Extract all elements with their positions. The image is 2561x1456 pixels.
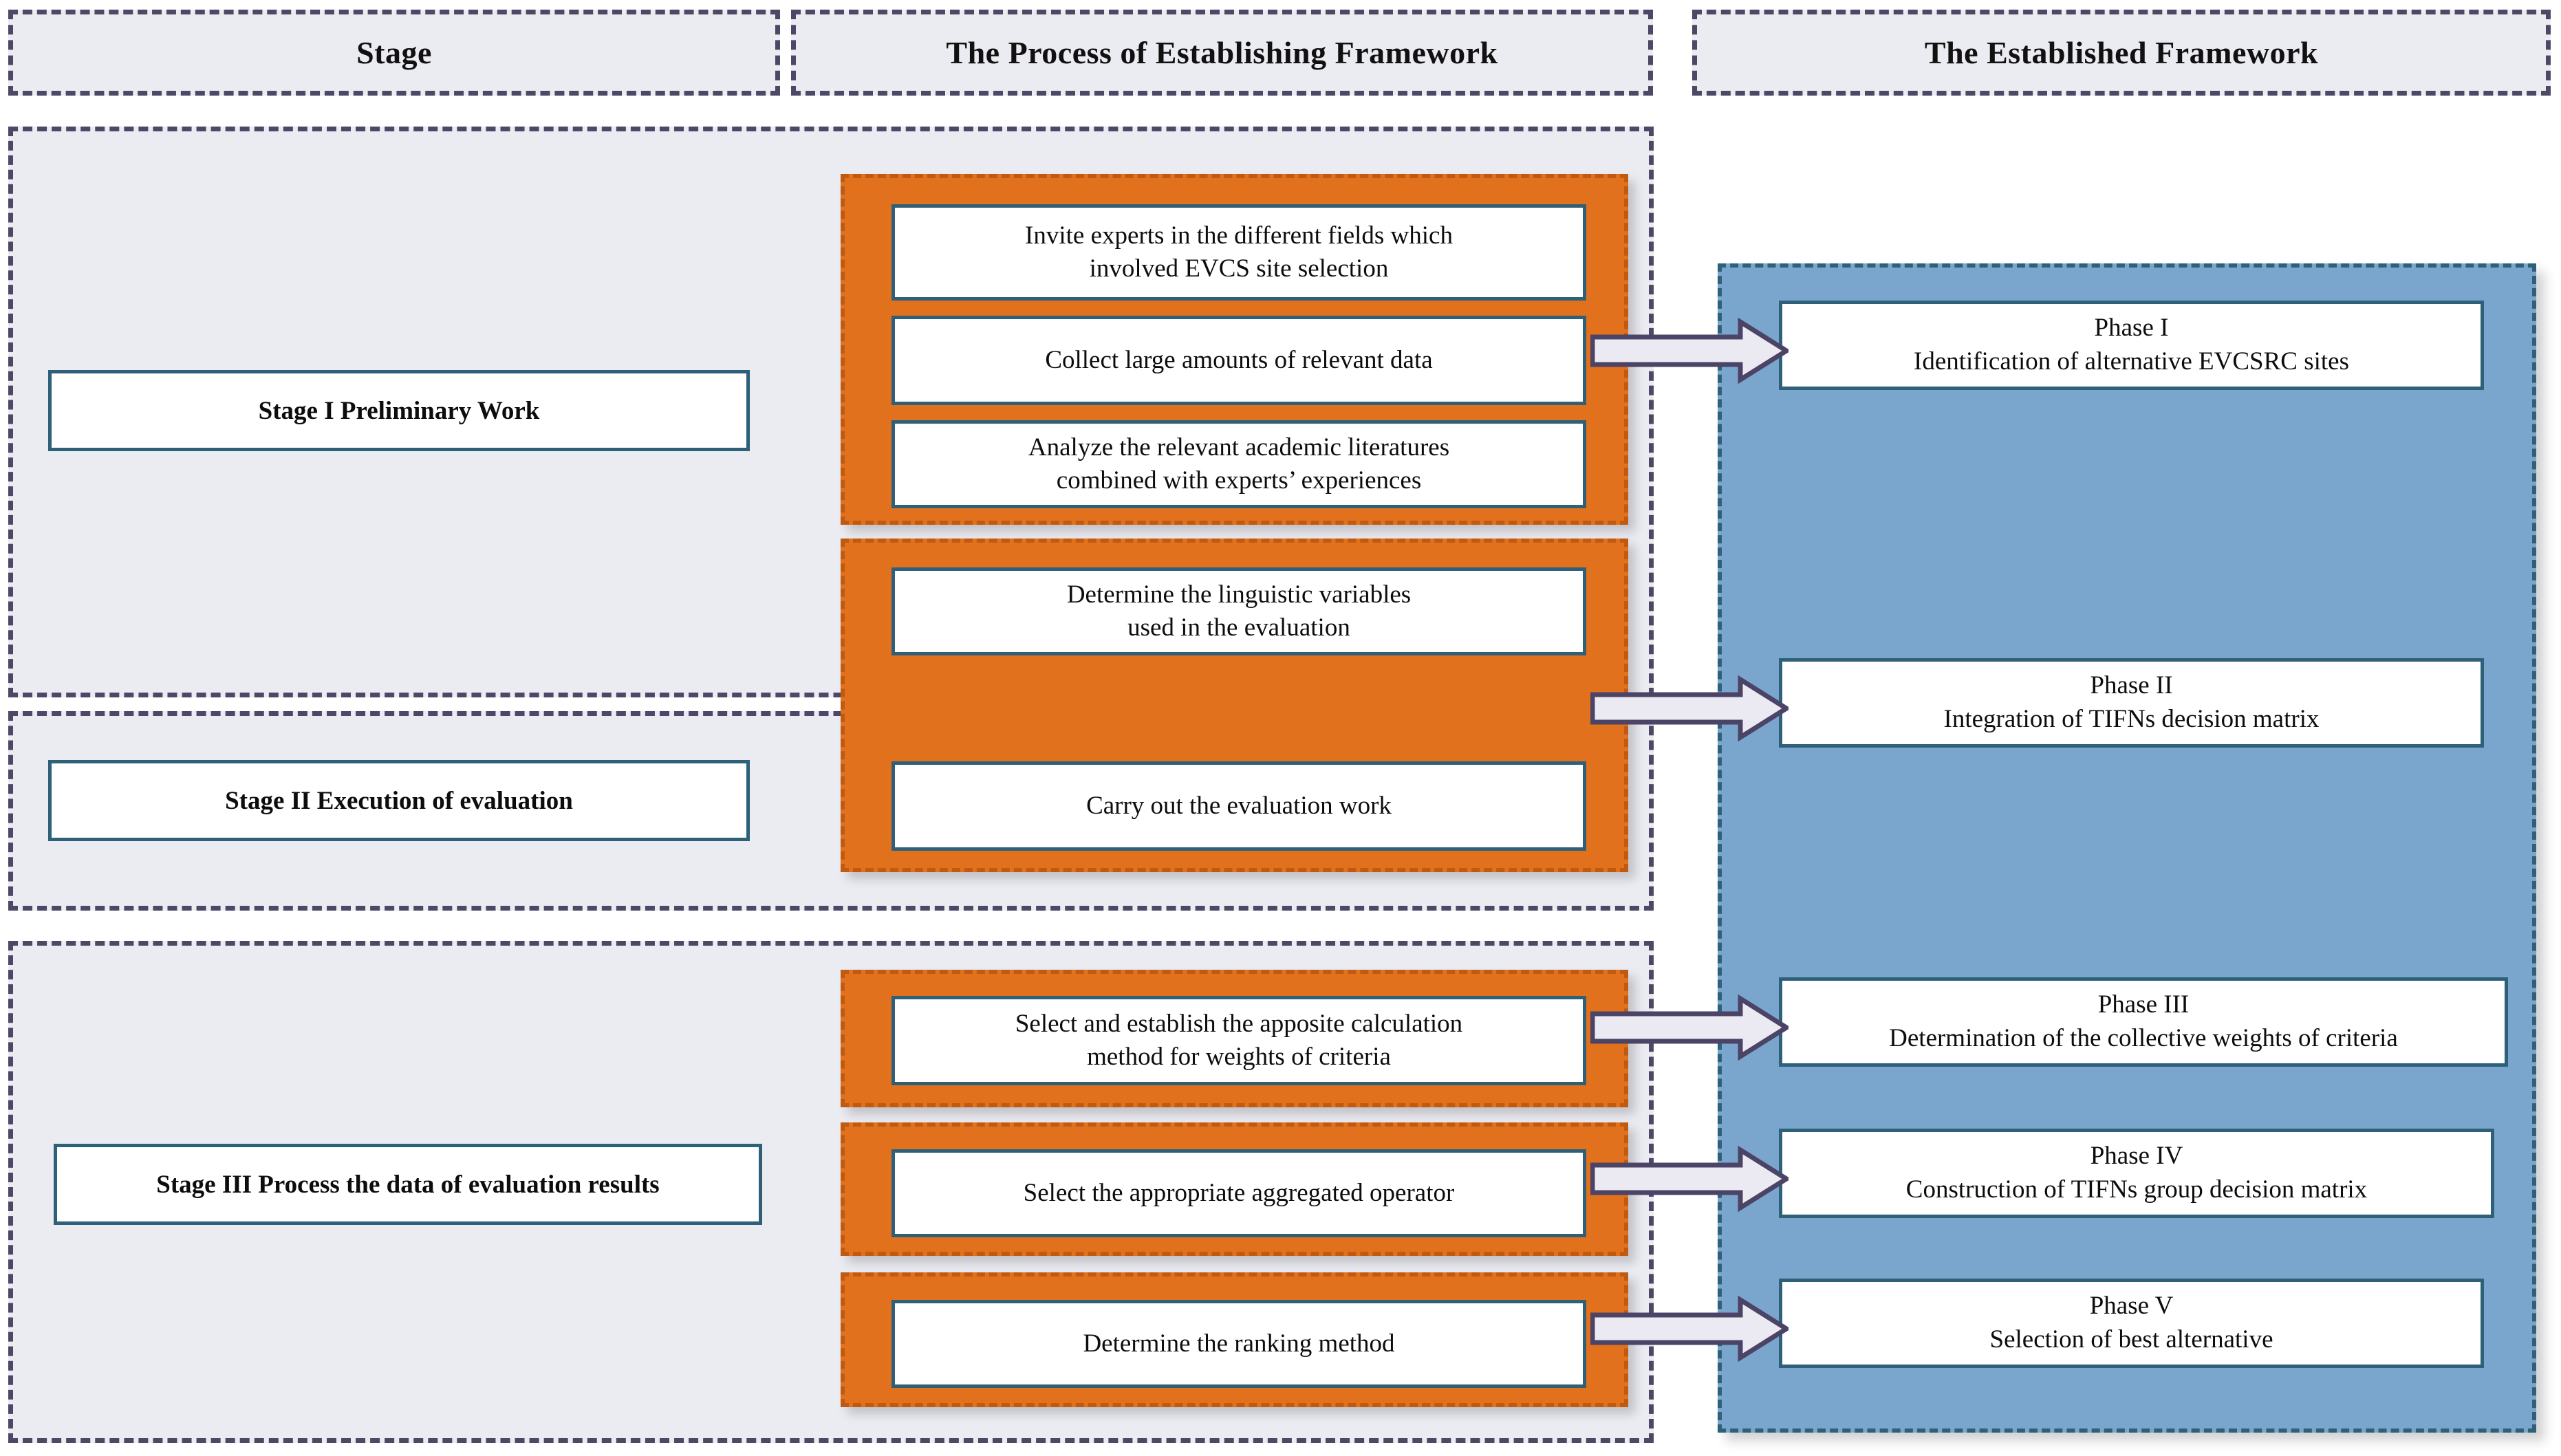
phase-3-desc: Determination of the collective weights …: [1889, 1024, 2398, 1052]
process-group-1: Invite experts in the different fields w…: [841, 174, 1628, 525]
phase-2-title: Phase II: [2090, 671, 2173, 700]
process-step-8-line-1: Determine the ranking method: [1083, 1329, 1395, 1358]
phase-box-4[interactable]: Phase IV Construction of TIFNs group dec…: [1779, 1129, 2494, 1218]
stage-label-3: Stage III Process the data of evaluation…: [156, 1170, 660, 1199]
process-group-5: Determine the ranking method: [841, 1272, 1628, 1407]
header-cell-process: The Process of Establishing Framework: [791, 10, 1653, 96]
connector-arrow-5: [1590, 1296, 1789, 1362]
phase-1-desc: Identification of alternative EVCSRC sit…: [1914, 347, 2349, 376]
process-group-2: Determine the linguistic variables used …: [841, 539, 1628, 872]
process-group-4: Select the appropriate aggregated operat…: [841, 1122, 1628, 1256]
phase-box-5[interactable]: Phase V Selection of best alternative: [1779, 1279, 2484, 1368]
stage-label-box-1[interactable]: Stage I Preliminary Work: [48, 370, 750, 451]
process-step-2[interactable]: Collect large amounts of relevant data: [892, 316, 1586, 405]
connector-arrow-1: [1590, 318, 1789, 384]
phase-1-title: Phase I: [2094, 314, 2169, 343]
stage-label-box-3[interactable]: Stage III Process the data of evaluation…: [54, 1144, 762, 1225]
process-step-1-line-1: Invite experts in the different fields w…: [1025, 221, 1453, 250]
process-step-4-line-2: used in the evaluation: [1127, 613, 1350, 642]
framework-panel: Phase I Identification of alternative EV…: [1718, 263, 2536, 1433]
process-step-3-line-2: combined with experts’ experiences: [1056, 466, 1422, 495]
connector-arrow-2: [1590, 675, 1789, 741]
process-step-1-line-2: involved EVCS site selection: [1089, 254, 1389, 283]
phase-5-desc: Selection of best alternative: [1989, 1325, 2273, 1354]
process-step-4-line-1: Determine the linguistic variables: [1066, 580, 1412, 609]
process-step-8[interactable]: Determine the ranking method: [892, 1300, 1586, 1388]
process-step-5[interactable]: Carry out the evaluation work: [892, 761, 1586, 851]
phase-box-1[interactable]: Phase I Identification of alternative EV…: [1779, 301, 2484, 390]
phase-4-desc: Construction of TIFNs group decision mat…: [1905, 1175, 2368, 1204]
header-label-stage: Stage: [356, 35, 432, 70]
header-cell-stage: Stage: [8, 10, 780, 96]
process-step-6-line-1: Select and establish the apposite calcul…: [1015, 1009, 1463, 1038]
process-step-5-line-1: Carry out the evaluation work: [1086, 791, 1392, 820]
process-step-3[interactable]: Analyze the relevant academic literature…: [892, 420, 1586, 508]
header-label-framework: The Established Framework: [1924, 35, 2319, 70]
phase-2-desc: Integration of TIFNs decision matrix: [1943, 705, 2320, 733]
connector-arrow-4: [1590, 1146, 1789, 1212]
connector-arrow-3: [1590, 995, 1789, 1061]
header-cell-framework: The Established Framework: [1692, 10, 2551, 96]
process-step-7[interactable]: Select the appropriate aggregated operat…: [892, 1149, 1586, 1237]
stage-label-box-2[interactable]: Stage II Execution of evaluation: [48, 760, 750, 841]
phase-4-title: Phase IV: [2090, 1142, 2183, 1171]
process-step-6-line-2: method for weights of criteria: [1087, 1043, 1391, 1071]
process-step-1[interactable]: Invite experts in the different fields w…: [892, 204, 1586, 301]
phase-box-3[interactable]: Phase III Determination of the collectiv…: [1779, 977, 2508, 1067]
header-label-process: The Process of Establishing Framework: [946, 35, 1498, 70]
process-step-4[interactable]: Determine the linguistic variables used …: [892, 567, 1586, 655]
stage-label-1: Stage I Preliminary Work: [258, 396, 540, 425]
phase-box-2[interactable]: Phase II Integration of TIFNs decision m…: [1779, 658, 2484, 748]
process-step-6[interactable]: Select and establish the apposite calcul…: [892, 996, 1586, 1085]
phase-5-title: Phase V: [2089, 1292, 2174, 1321]
stage-label-2: Stage II Execution of evaluation: [225, 786, 573, 815]
process-group-3: Select and establish the apposite calcul…: [841, 970, 1628, 1107]
process-step-2-line-1: Collect large amounts of relevant data: [1045, 345, 1433, 374]
process-step-7-line-1: Select the appropriate aggregated operat…: [1023, 1178, 1455, 1207]
process-step-3-line-1: Analyze the relevant academic literature…: [1028, 433, 1450, 461]
phase-3-title: Phase III: [2097, 990, 2190, 1019]
